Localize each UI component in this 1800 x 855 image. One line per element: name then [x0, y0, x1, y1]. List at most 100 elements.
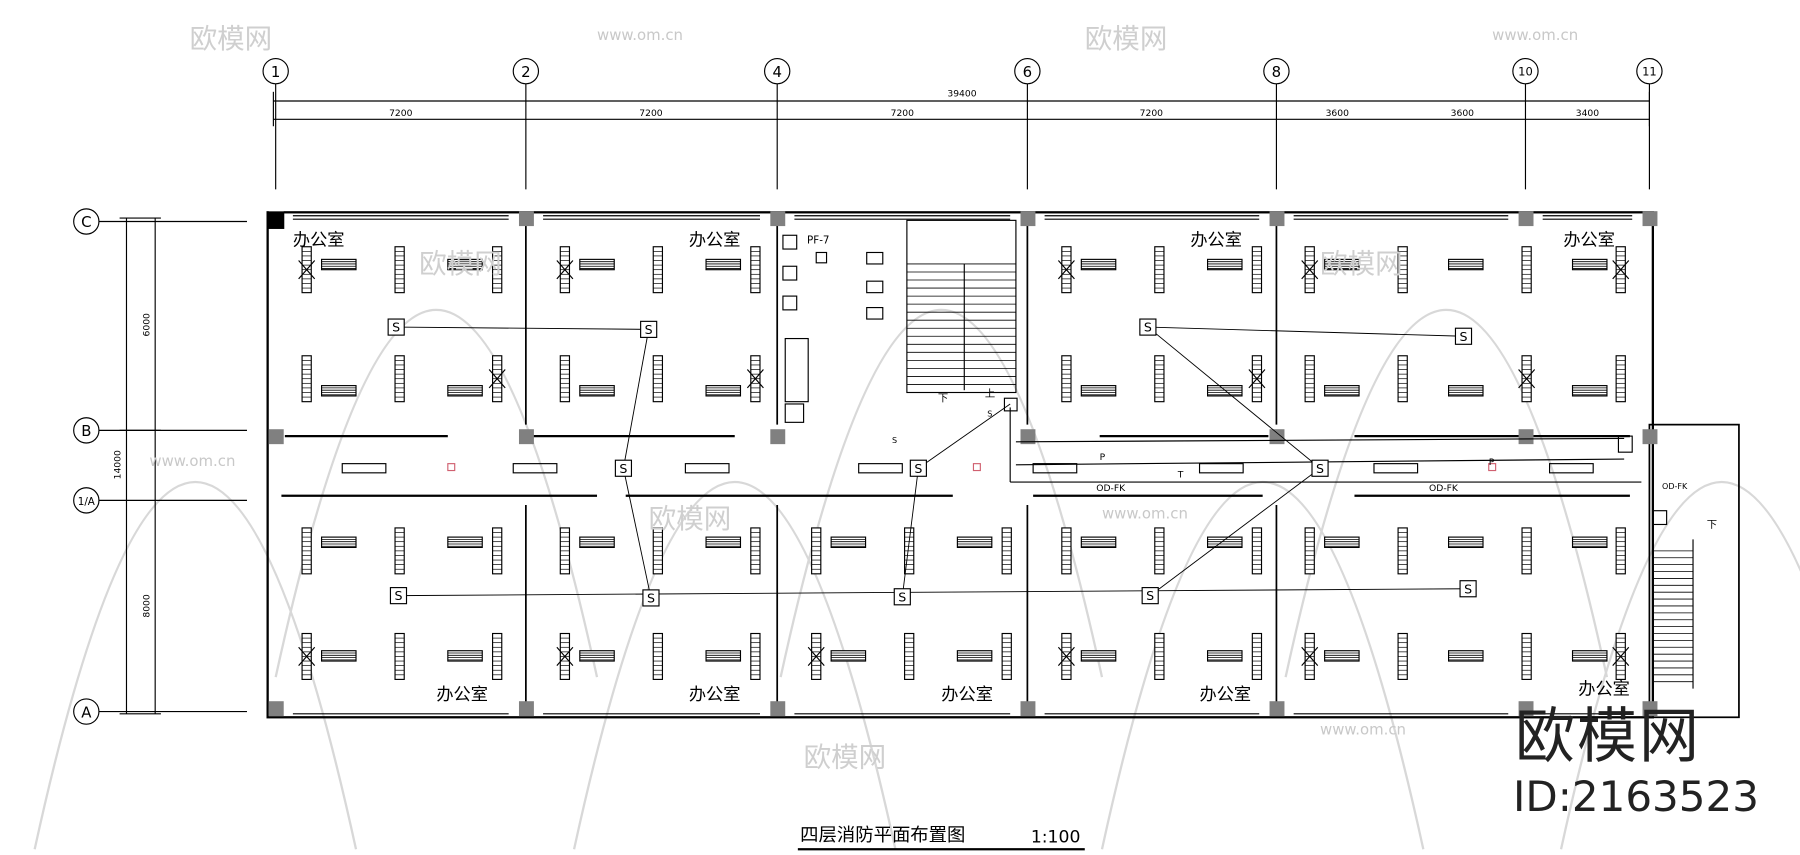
emergency-mark — [488, 369, 506, 389]
axis-label: 11 — [1642, 65, 1657, 79]
watermark-brand: 欧模网 — [649, 503, 732, 535]
corridor-bench — [1198, 463, 1244, 474]
vertical-light-fixture — [301, 355, 312, 403]
fixture-body — [705, 536, 742, 549]
urinal — [782, 295, 798, 311]
emergency-mark — [298, 260, 316, 280]
fan-label: PF-7 — [807, 234, 829, 246]
room-label: 办公室 — [1578, 679, 1630, 699]
emergency-mark — [1301, 260, 1319, 280]
detector-wire — [396, 326, 649, 330]
red-marker — [447, 463, 456, 472]
watermark-urls: www.om.cn www.om.cn www.om.cn www.om.cn … — [149, 26, 1578, 738]
smoke-detector — [387, 318, 405, 336]
axis-label: 2 — [521, 63, 530, 81]
axis-label: A — [81, 703, 92, 721]
horizontal-light-fixture — [830, 650, 867, 662]
horizontal-light-fixture — [1324, 536, 1360, 549]
left-axis-labels: C B 1/A A — [78, 213, 95, 721]
left-dimensions: 6000 14000 8000 — [113, 313, 153, 618]
toilet — [866, 306, 884, 320]
detector-wire — [1147, 326, 1321, 469]
fixture-body — [321, 258, 357, 271]
vertical-light-fixture — [1154, 355, 1165, 403]
detector-symbol: S — [1144, 320, 1152, 335]
dimension: 3600 — [1326, 108, 1350, 119]
emergency-mark — [1612, 646, 1630, 667]
horizontal-light-fixture — [1206, 258, 1243, 271]
room-label: 办公室 — [941, 685, 993, 705]
fixture-body — [1571, 650, 1608, 662]
vertical-light-fixture — [1521, 527, 1532, 575]
light-fixtures — [298, 246, 1630, 680]
column — [1269, 211, 1285, 227]
horizontal-light-fixture — [447, 385, 483, 397]
column — [1269, 701, 1285, 717]
horizontal-light-fixture — [705, 650, 742, 662]
detector-symbol: S — [1316, 461, 1324, 476]
fixture-body — [705, 385, 742, 397]
fixture-body — [1448, 385, 1484, 397]
column — [1518, 701, 1534, 717]
vertical-light-fixture — [394, 355, 405, 403]
column — [770, 429, 786, 445]
corner-column — [267, 211, 285, 229]
red-marker — [1488, 463, 1497, 472]
horizontal-light-fixture — [1571, 536, 1608, 549]
horizontal-light-fixture — [830, 536, 867, 549]
room-label: 办公室 — [1200, 685, 1252, 705]
corridor-bench — [684, 463, 730, 474]
horizontal-light-fixture — [1206, 385, 1243, 397]
vertical-light-fixture — [811, 527, 822, 575]
column — [268, 701, 284, 717]
horizontal-light-fixture — [1571, 650, 1608, 662]
detector-wire — [918, 403, 1011, 469]
emergency-mark — [556, 646, 574, 667]
fixture-body — [1324, 258, 1360, 271]
stair-box — [1003, 397, 1018, 412]
fixture-body — [830, 536, 867, 549]
axis-label: C — [81, 213, 91, 231]
smoke-detector — [389, 587, 408, 605]
vertical-light-fixture — [394, 527, 405, 575]
vertical-light-fixture — [1518, 355, 1536, 403]
urinal — [782, 265, 798, 281]
horizontal-light-fixture — [579, 385, 615, 397]
fixture-body — [1448, 258, 1484, 271]
watermark-brand: 欧模网 — [1085, 23, 1168, 55]
horizontal-light-fixture — [1080, 536, 1117, 549]
urinal — [782, 234, 798, 250]
vertical-light-fixture — [301, 527, 312, 575]
column — [1642, 211, 1658, 227]
vertical-light-fixture — [1612, 246, 1630, 294]
horizontal-light-fixture — [321, 650, 357, 662]
dimension-total: 39400 — [947, 88, 976, 99]
stair-up-label: 上 — [985, 388, 995, 400]
axis-label: 10 — [1518, 65, 1533, 79]
sink-counter — [784, 337, 809, 403]
toilet — [866, 280, 884, 294]
toilet — [866, 251, 884, 265]
corridor-bench — [1032, 463, 1078, 474]
dimension: 8000 — [141, 594, 152, 618]
top-axis-labels: 1 2 4 6 8 10 11 — [271, 63, 1657, 81]
annotations: PF-7 上 下 下 S P P T OD-FK OD-FK OD-FK S — [807, 234, 1717, 531]
vertical-light-fixture — [904, 632, 915, 680]
stair-down-label: 下 — [938, 393, 948, 405]
emergency-mark — [807, 646, 825, 667]
emergency-mark — [1518, 369, 1536, 389]
pipe-t-label: T — [1177, 469, 1184, 480]
fixture-body — [579, 650, 615, 662]
watermark-brands: 欧模网 欧模网 欧模网 欧模网 欧模网 欧模网 — [190, 23, 1403, 773]
watermark-arc — [1559, 480, 1800, 850]
scale-text: 1:100 — [1031, 827, 1081, 847]
horizontal-light-fixture — [321, 258, 357, 271]
watermark-arc — [1100, 480, 1425, 850]
vertical-light-fixture — [1304, 355, 1315, 403]
vertical-light-fixture — [1001, 527, 1012, 575]
vertical-light-fixture — [1061, 355, 1072, 403]
walls — [266, 211, 1740, 719]
fixture-body — [1324, 650, 1360, 662]
dimension: 6000 — [141, 313, 152, 337]
fixture-body — [1206, 258, 1243, 271]
